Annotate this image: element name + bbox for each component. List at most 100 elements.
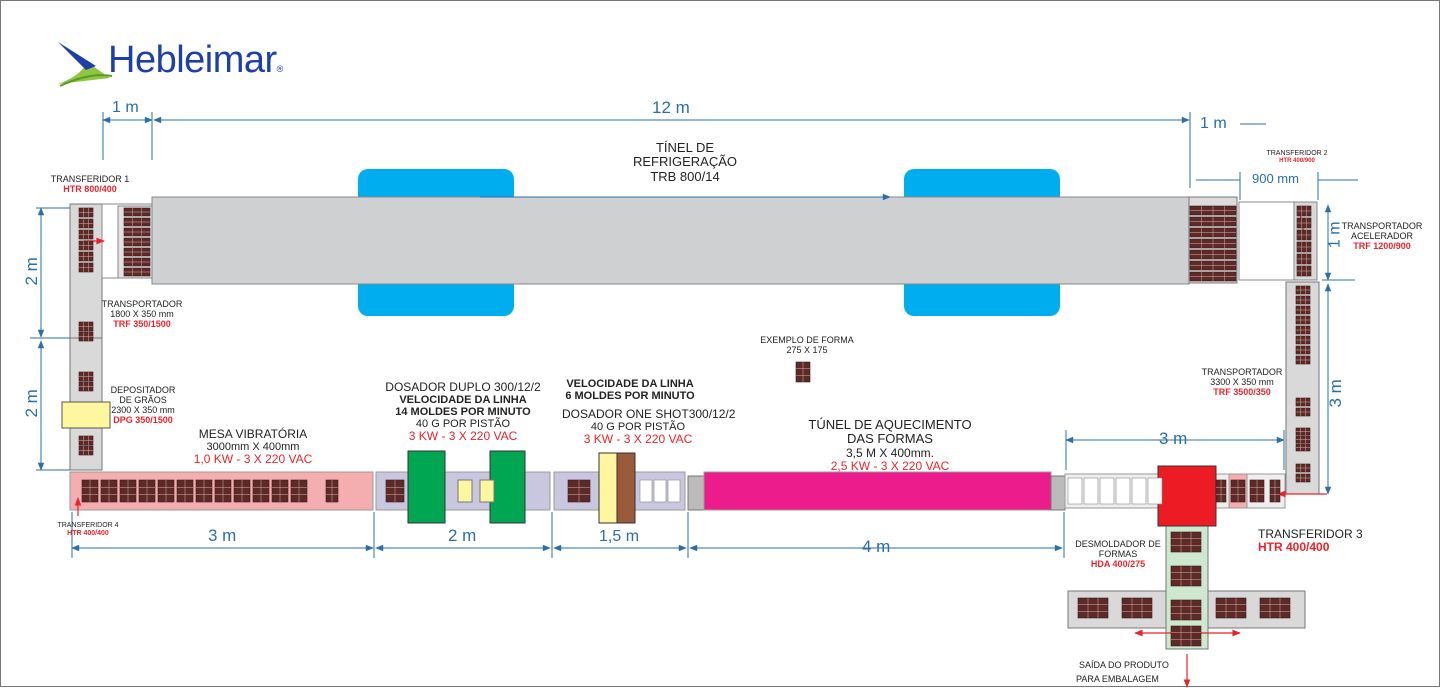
label-line: 40 G POR PISTÃO	[415, 418, 511, 431]
label-tunel-refrigeracao: TÍNEL DE REFRIGERAÇÃO TRB 800/14	[600, 140, 770, 184]
label-line: 300/12/2	[688, 407, 736, 421]
mold-tray-icon	[1099, 477, 1115, 505]
label-line: DPG 350/1500	[113, 414, 173, 425]
label-tunel-aquecimento: TÚNEL DE AQUECIMENTO DAS FORMAS 3,5 M X …	[790, 417, 990, 473]
label-line: TRANSFERIDOR 2	[1266, 150, 1328, 157]
label-transferidor-2: TRANSFERIDOR 2 HTR 400/900	[1262, 150, 1332, 164]
label-dosador-one-shot: DOSADOR ONE SHOT300/12/2	[562, 407, 736, 421]
dosador-one-hopper	[598, 452, 618, 524]
label-line: 3 KW - 3 X 220 VAC	[408, 429, 518, 444]
label-line: TÍNEL DE	[655, 140, 715, 155]
mold-trays	[78, 205, 1312, 647]
mold-tray-icon	[1115, 477, 1131, 505]
label-line: TRANSFERIDOR 3	[1258, 527, 1363, 541]
heater-end-left	[687, 475, 705, 511]
label-line: HTR 400/400	[1258, 540, 1330, 555]
label-line: 3 KW - 3 X 220 VAC	[583, 432, 693, 447]
label-line: 3,5 M X 400mm.	[845, 445, 935, 460]
label-line: PARA EMBALAGEM	[1076, 674, 1159, 685]
dosador-one-unit	[616, 452, 636, 524]
dosador-duplo-unit-1	[407, 450, 446, 524]
label-line: ACELERADOR	[1350, 230, 1413, 241]
label-transferidor-3: TRANSFERIDOR 3 HTR 400/400	[1258, 527, 1363, 555]
label-line: 2300 X 350 mm	[111, 404, 175, 415]
label-line: TRANSFERIDOR 1	[50, 174, 130, 184]
label-transportador-acelerador: TRANSPORTADOR ACELERADOR TRF 1200/900	[1340, 221, 1424, 252]
label-line: 275 X 175	[786, 344, 828, 355]
mold-tray-icon	[1170, 531, 1202, 553]
label-velocidade-6: VELOCIDADE DA LINHA 6 MOLDES POR MINUTO	[560, 378, 700, 402]
label-line: TRB 800/14	[650, 168, 720, 184]
mold-tray-icon	[653, 479, 667, 503]
label-line: TRF 1200/900	[1353, 240, 1411, 251]
label-line: VELOCIDADE DA LINHA	[566, 378, 694, 390]
label-line: EXEMPLO DE FORMA	[760, 335, 854, 345]
mold-tray-icon	[1215, 597, 1247, 619]
label-line: TRANSFERIDOR 4	[57, 522, 119, 529]
logo-swoosh-icon	[58, 42, 113, 87]
label-line: FORMAS	[1098, 548, 1138, 559]
mold-tray-icon	[1259, 597, 1291, 619]
transferidor-3	[1157, 465, 1217, 527]
label-line: HTR 400/900	[1279, 157, 1315, 164]
mold-tray-icon	[1131, 477, 1147, 505]
label-line: DAS FORMAS	[847, 431, 933, 447]
label-line: TRF 350/1500	[113, 318, 171, 329]
dim-left-2m-top: 2 m	[21, 257, 41, 286]
dim-bottom-1-5m: 1,5 m	[599, 528, 640, 545]
dim-top-12m: 12 m	[652, 98, 690, 117]
label-line: 14 MOLDES POR MINUTO	[395, 406, 531, 419]
label-line: DEPOSITADOR	[110, 385, 176, 395]
mold-tray-icon	[1083, 477, 1099, 505]
label-transferidor-1: TRANSFERIDOR 1 HTR 800/400	[40, 174, 140, 195]
label-line: DE GRÃOS	[119, 394, 167, 405]
mold-tray-icon	[1121, 597, 1153, 619]
depositador-hopper	[61, 401, 111, 429]
label-line: 40 G POR PISTÃO	[590, 421, 686, 433]
label-line: REFRIGERAÇÃO	[632, 154, 737, 170]
label-line: HDA 400/275	[1090, 558, 1146, 569]
label-line: SAÍDA DO PRODUTO	[1079, 660, 1169, 670]
mold-tray-icon	[1077, 597, 1109, 619]
dim-right-3m: 3 m	[1325, 379, 1345, 408]
dim-bottom-2m: 2 m	[448, 526, 477, 545]
mold-tray-icon	[667, 479, 681, 503]
dosador-duplo-unit-2	[489, 450, 526, 524]
logo-text: Hebleimar®	[108, 39, 284, 82]
mold-tray-icon	[1067, 477, 1083, 505]
label-line: MESA VIBRATÓRIA	[198, 427, 308, 441]
label-line: 1800 X 350 mm	[110, 308, 174, 319]
label-line: TRANSPORTADOR	[1201, 367, 1283, 377]
label-transportador-left: TRANSPORTADOR 1800 X 350 mm TRF 350/1500	[96, 299, 188, 330]
logo-registered: ®	[276, 64, 284, 74]
label-line: TRANSPORTADOR	[101, 299, 183, 309]
label-line: TRANSPORTADOR	[1341, 221, 1423, 231]
doser-cell	[479, 479, 495, 503]
label-line: TRF 3500/350	[1213, 386, 1271, 397]
label-transportador-right: TRANSPORTADOR 3300 X 350 mm TRF 3500/350	[1194, 367, 1290, 398]
label-line: HTR 800/400	[63, 183, 117, 194]
label-line: 3000mm X 400mm	[206, 441, 300, 454]
label-line: TÚNEL DE AQUECIMENTO	[808, 417, 972, 432]
dim-left-2m-bottom: 2 m	[21, 389, 41, 418]
label-saida-produto: SAÍDA DO PRODUTO PARA EMBALAGEM	[1076, 658, 1169, 687]
dim-top-1m-left: 1 m	[112, 99, 139, 116]
label-line: 1,0 KW - 3 X 220 VAC	[193, 452, 313, 467]
logo-brand: Hebleimar	[108, 39, 277, 81]
cooling-tunnel	[151, 196, 1190, 285]
heater-end-right	[1050, 475, 1066, 511]
mold-tray-icon	[1147, 477, 1163, 505]
label-line: 2,5 KW - 3 X 220 VAC	[830, 458, 950, 473]
label-mesa-vibratoria: MESA VIBRATÓRIA 3000mm X 400mm 1,0 KW - …	[168, 427, 338, 467]
tunel-aquecimento	[703, 471, 1052, 511]
doser-cell	[457, 479, 473, 503]
label-line: VELOCIDADE DA LINHA	[399, 394, 527, 407]
label-dosador-one-specs: 40 G POR PISTÃO 3 KW - 3 X 220 VAC	[564, 421, 712, 446]
mold-tray-icon	[1170, 599, 1202, 621]
label-line: DOSADOR DUPLO 300/12/2	[385, 380, 541, 394]
label-depositador: DEPOSITADOR DE GRÃOS 2300 X 350 mm DPG 3…	[102, 385, 184, 426]
mold-tray-icon	[1170, 625, 1202, 647]
dim-right-900mm: 900 mm	[1252, 171, 1299, 186]
mold-tray-icon	[1170, 565, 1202, 587]
